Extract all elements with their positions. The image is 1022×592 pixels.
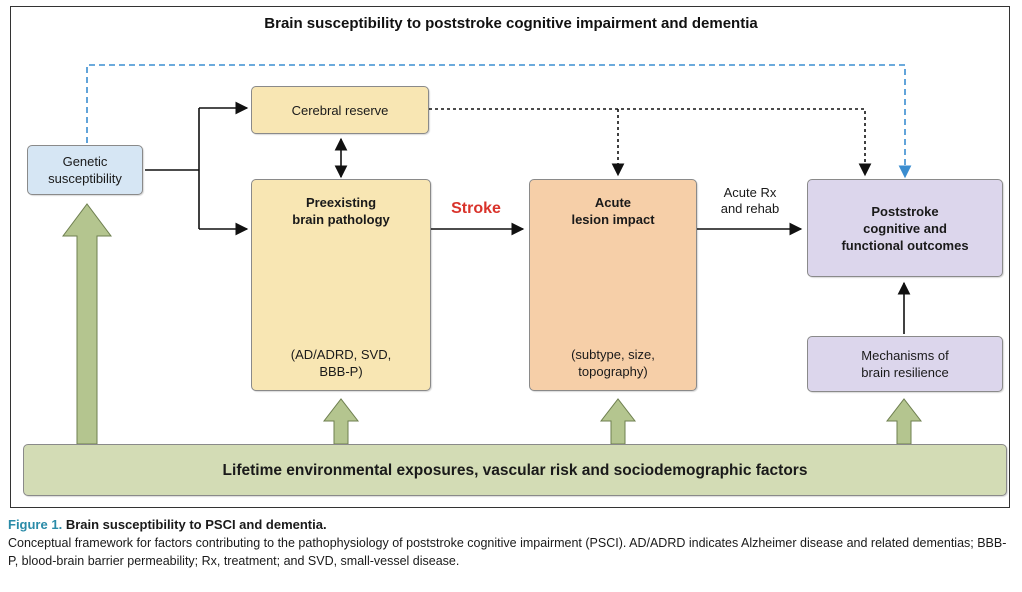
lifetime-label: Lifetime environmental exposures, vascul… (222, 461, 808, 479)
figure-caption: Figure 1. Brain susceptibility to PSCI a… (8, 516, 1016, 570)
resilience-line-2: brain resilience (861, 365, 949, 380)
figure-frame: Brain susceptibility to poststroke cogni… (10, 6, 1010, 508)
acute-sub-1: (subtype, size, (571, 347, 655, 362)
line-genetic-branch (145, 108, 200, 229)
dashed-arrow-genetic-to-outcomes (86, 64, 912, 179)
outcomes-line-2: cognitive and (863, 220, 947, 236)
upward-arrow-resilience (885, 398, 923, 445)
acute-title-1: Acute (594, 195, 632, 210)
preexisting-title-1: Preexisting (305, 195, 377, 210)
upward-arrow-genetic (62, 203, 112, 445)
genetic-line-1: Genetic (62, 154, 108, 169)
outcomes-line-1: Poststroke (871, 203, 939, 219)
resilience-line-1: Mechanisms of (861, 348, 949, 363)
outcomes-line-3: functional outcomes (841, 237, 969, 253)
figure-title: Brain susceptibility to poststroke cogni… (264, 15, 758, 32)
genetic-line-2: susceptibility (48, 171, 122, 186)
brain-resilience-box: Mechanisms of brain resilience (807, 336, 1003, 392)
preexisting-sub-1: (AD/ADRD, SVD, (290, 347, 392, 362)
acute-sub-2: topography) (578, 364, 648, 379)
cerebral-reserve-box: Cerebral reserve (251, 86, 429, 134)
acute-rx-label: Acute Rx and rehab (705, 185, 795, 217)
preexisting-title-2: brain pathology (292, 212, 390, 227)
acute-lesion-box: Acute lesion impact (subtype, size, topo… (529, 179, 697, 391)
lifetime-exposures-box: Lifetime environmental exposures, vascul… (23, 444, 1007, 496)
acute-rx-line-1: Acute Rx (723, 185, 777, 200)
acute-title-2: lesion impact (571, 212, 655, 227)
poststroke-outcomes-box: Poststroke cognitive and functional outc… (807, 179, 1003, 277)
preexisting-pathology-box: Preexisting brain pathology (AD/ADRD, SV… (251, 179, 431, 391)
acute-rx-line-2: and rehab (720, 201, 780, 216)
cerebral-reserve-label: Cerebral reserve (291, 102, 389, 118)
genetic-susceptibility-box: Genetic susceptibility (27, 145, 143, 195)
dotted-arrow-reserve-to-outcomes (429, 108, 872, 177)
caption-figure-number: Figure 1. (8, 517, 63, 532)
caption-text: Conceptual framework for factors contrib… (8, 536, 1007, 568)
stroke-label: Stroke (451, 200, 501, 217)
upward-arrow-preexisting (322, 398, 360, 445)
preexisting-sub-2: BBB-P) (319, 364, 363, 379)
caption-heading-text: Brain susceptibility to PSCI and dementi… (65, 517, 327, 532)
caption-heading: Figure 1. Brain susceptibility to PSCI a… (8, 516, 1016, 534)
upward-arrow-acute (599, 398, 637, 445)
